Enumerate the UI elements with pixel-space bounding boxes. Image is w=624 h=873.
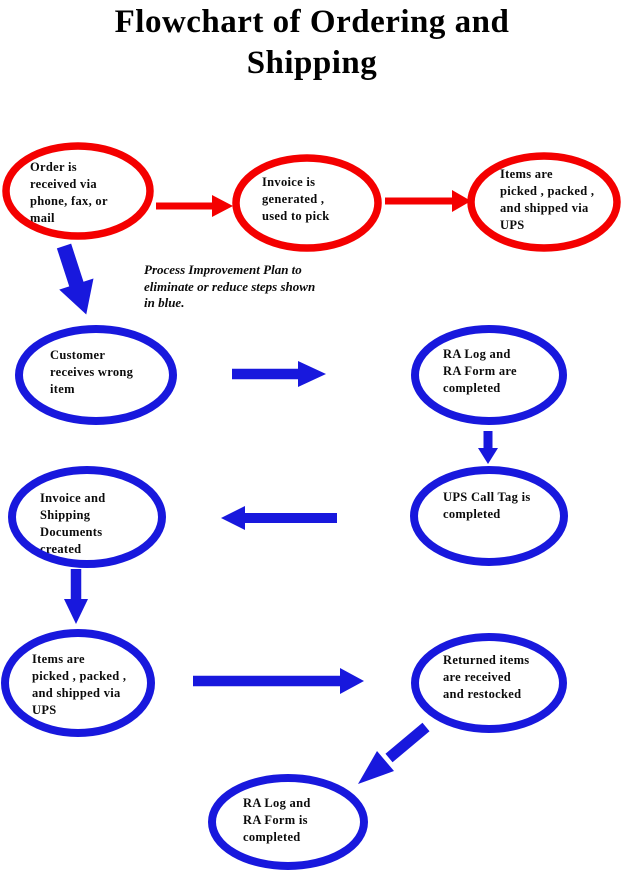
arrow-invoice-docs-to-items bbox=[64, 569, 88, 624]
arrow-head bbox=[64, 599, 88, 624]
node-label-customer-wrong-item: Customer receives wrong item bbox=[50, 348, 134, 396]
node-label-ups-call-tag: UPS Call Tag is completed bbox=[443, 490, 531, 521]
arrow-head bbox=[452, 190, 471, 212]
arrow-head bbox=[358, 751, 394, 784]
arrow-invoice-to-items bbox=[385, 190, 471, 212]
node-label-ra-log-final: RA Log and RA Form is completed bbox=[243, 796, 311, 844]
node-label-items-shipped-blue: Items are picked , packed , and shipped … bbox=[32, 652, 127, 717]
arrow-head bbox=[221, 506, 245, 530]
arrow-customer-to-ralog bbox=[232, 361, 326, 387]
node-label-returned-items: Returned items are received and restocke… bbox=[443, 653, 530, 701]
arrow-head bbox=[478, 448, 498, 464]
arrow-order-to-invoice bbox=[156, 195, 233, 217]
arrow-head bbox=[212, 195, 233, 217]
arrow-shaft bbox=[385, 722, 430, 763]
arrow-head bbox=[298, 361, 326, 387]
arrow-items-to-returned bbox=[193, 668, 364, 694]
node-label-items-shipped-red: Items are picked , packed , and shipped … bbox=[500, 167, 595, 232]
process-improvement-note: Process Improvement Plan to eliminate or… bbox=[144, 262, 316, 310]
node-label-invoice-docs-created: Invoice and Shipping Documents created bbox=[40, 491, 106, 556]
node-label-order-received: Order is received via phone, fax, or mai… bbox=[30, 160, 108, 225]
arrow-ralog-to-ups-call-tag bbox=[478, 431, 498, 464]
arrow-returned-to-ralog-final bbox=[358, 722, 430, 784]
arrow-big-down bbox=[56, 243, 94, 315]
arrow-ups-to-invoice-docs bbox=[221, 506, 337, 530]
node-label-invoice-generated: Invoice is generated , used to pick bbox=[262, 175, 330, 223]
node-label-ra-log-completed: RA Log and RA Form are completed bbox=[443, 347, 517, 395]
page-title: Flowchart of Ordering and Shipping bbox=[114, 4, 510, 81]
arrow-head bbox=[340, 668, 364, 694]
